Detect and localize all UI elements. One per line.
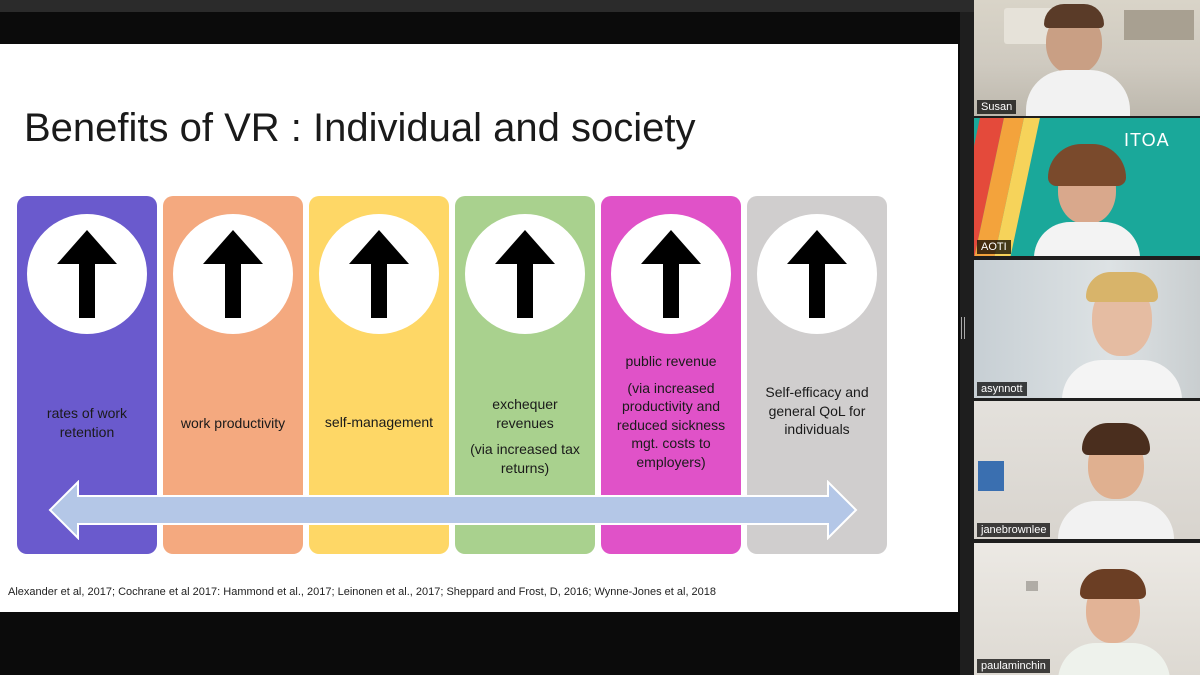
circle-badge	[757, 214, 877, 334]
participant-name: paulaminchin	[977, 659, 1050, 673]
benefit-title: work productivity	[180, 415, 286, 431]
slide-title: Benefits of VR : Individual and society	[24, 106, 696, 150]
participant-body	[1058, 643, 1170, 675]
benefit-column-exchequer-revenues: exchequer revenues (via increased tax re…	[455, 196, 595, 554]
participant-name: Susan	[977, 100, 1017, 114]
benefit-detail: (via increased tax returns)	[470, 441, 580, 476]
participant-tile[interactable]: paulaminchin	[974, 543, 1200, 675]
participant-hair	[1044, 4, 1104, 28]
benefit-title: rates of work retention	[46, 405, 128, 440]
benefit-column-self-management: self-management	[309, 196, 449, 554]
participant-body	[1062, 360, 1182, 398]
benefit-column-work-productivity: work productivity	[163, 196, 303, 554]
circle-badge	[27, 214, 147, 334]
benefit-column-self-efficacy: Self-efficacy and general QoL for indivi…	[747, 196, 887, 554]
benefit-title: public revenue	[625, 353, 717, 369]
up-arrow-icon	[495, 230, 555, 318]
up-arrow-icon	[203, 230, 263, 318]
participant-body	[1058, 501, 1174, 539]
participant-hair	[1086, 272, 1158, 302]
participant-body	[1026, 70, 1130, 116]
benefit-label: Self-efficacy and general QoL for indivi…	[753, 383, 881, 439]
wall-socket	[1026, 581, 1038, 591]
circle-badge	[319, 214, 439, 334]
benefit-label: exchequer revenues (via increased tax re…	[469, 395, 581, 477]
participant-tile[interactable]: janebrownlee	[974, 401, 1200, 539]
presentation-slide: Benefits of VR : Individual and society …	[0, 44, 958, 612]
participant-hair	[1048, 144, 1126, 186]
participant-tile[interactable]: Susan	[974, 0, 1200, 116]
benefit-title: self-management	[324, 414, 434, 430]
benefit-label: work productivity	[169, 414, 297, 433]
up-arrow-icon	[349, 230, 409, 318]
background-object	[978, 461, 1004, 491]
participant-tile[interactable]: asynnott	[974, 260, 1200, 398]
benefit-title: Self-efficacy and general QoL for indivi…	[765, 384, 869, 437]
participant-gallery: Susan ITOA AOTI asynnott janebr	[974, 0, 1200, 675]
top-bar	[0, 0, 1200, 12]
up-arrow-icon	[57, 230, 117, 318]
benefit-detail: (via increased productivity and reduced …	[616, 379, 726, 470]
participant-name: asynnott	[977, 382, 1027, 396]
benefit-label: self-management	[315, 413, 443, 432]
participant-hair	[1080, 569, 1146, 599]
participant-name: janebrownlee	[977, 523, 1051, 537]
circle-badge	[611, 214, 731, 334]
participant-tile[interactable]: ITOA AOTI	[974, 118, 1200, 256]
up-arrow-icon	[641, 230, 701, 318]
shelf-decor	[1124, 10, 1194, 40]
participant-body	[1034, 222, 1140, 256]
up-arrow-icon	[787, 230, 847, 318]
circle-badge	[173, 214, 293, 334]
benefit-column-work-retention: rates of work retention	[17, 196, 157, 554]
participant-name: AOTI	[977, 240, 1011, 254]
benefit-title: exchequer revenues	[492, 396, 558, 431]
participant-hair	[1082, 423, 1150, 455]
org-logo: ITOA	[1124, 130, 1170, 150]
double-headed-arrow-icon	[48, 480, 858, 540]
benefit-column-public-revenue: public revenue (via increased productivi…	[601, 196, 741, 554]
slide-citation: Alexander et al, 2017; Cochrane et al 20…	[8, 586, 717, 598]
benefit-label: public revenue (via increased productivi…	[607, 352, 735, 471]
panel-resize-handle[interactable]	[961, 317, 965, 339]
circle-badge	[465, 214, 585, 334]
benefit-label: rates of work retention	[23, 404, 151, 441]
